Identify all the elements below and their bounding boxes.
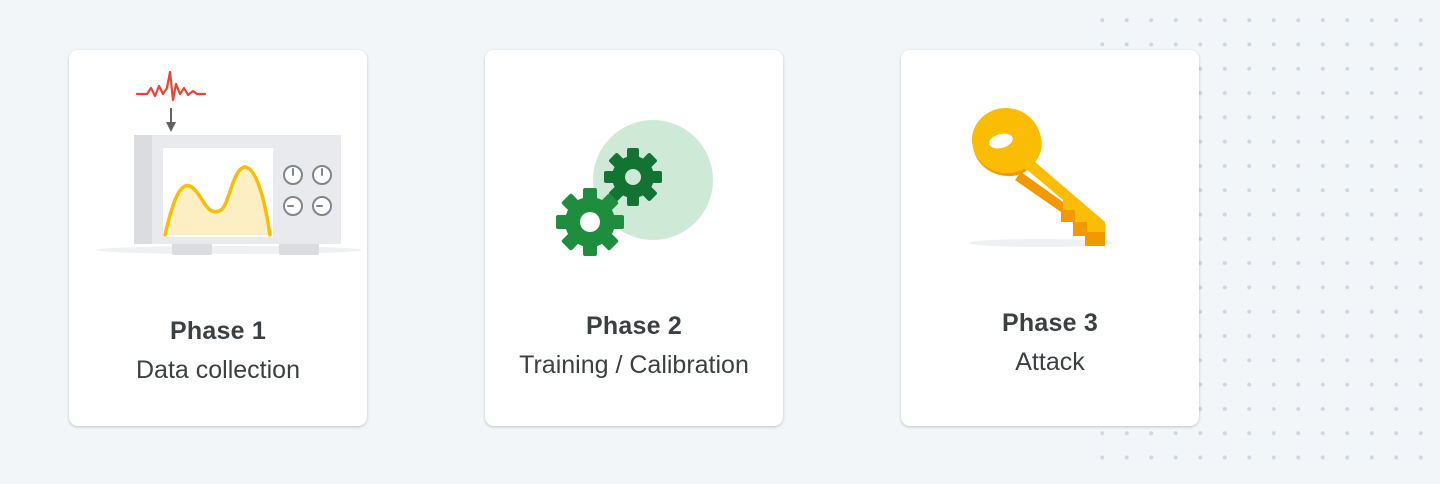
phase-title: Phase 3 xyxy=(1002,309,1098,337)
phase-card-2: Phase 2 Training / Calibration xyxy=(485,50,783,426)
phase-title: Phase 1 xyxy=(170,317,266,345)
phase-subtitle: Data collection xyxy=(136,356,300,384)
oscilloscope-icon xyxy=(69,50,367,280)
phase-card-1: Phase 1 Data collection xyxy=(69,50,367,426)
key-icon xyxy=(901,50,1199,280)
phase-title: Phase 2 xyxy=(586,312,682,340)
phase-subtitle: Training / Calibration xyxy=(519,351,749,379)
large-gear-icon xyxy=(556,188,624,256)
phase-subtitle: Attack xyxy=(1015,348,1085,376)
gears-icon xyxy=(485,50,783,280)
phase-card-3: Phase 3 Attack xyxy=(901,50,1199,426)
